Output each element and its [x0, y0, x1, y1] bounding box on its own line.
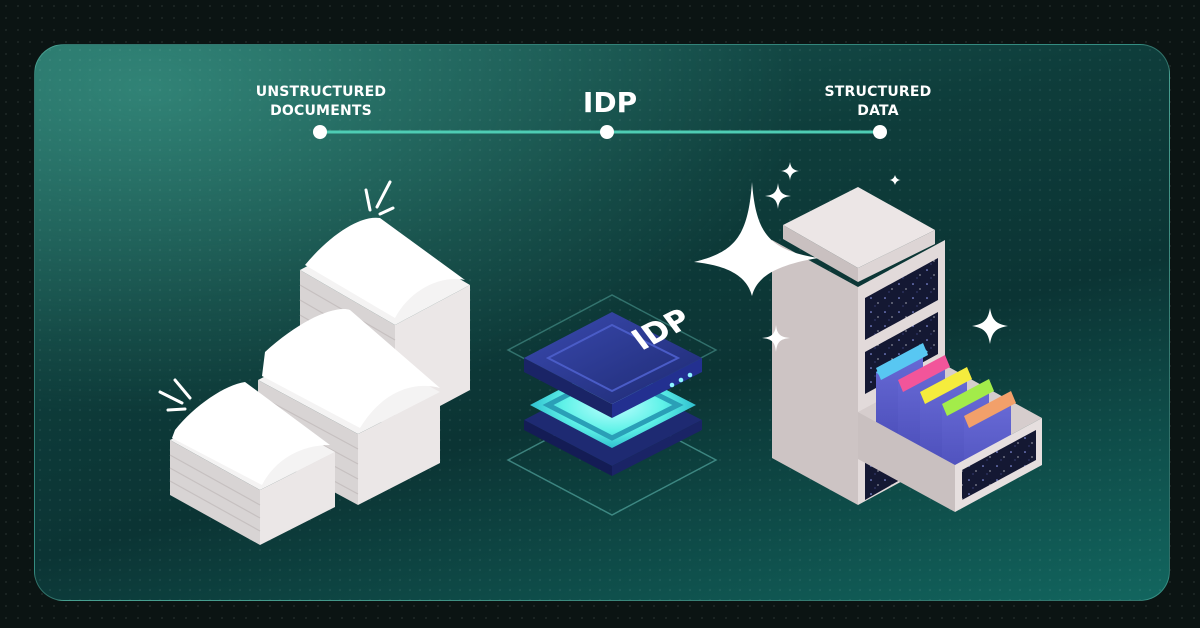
cabinet-top	[783, 187, 935, 268]
open-drawer	[858, 343, 1042, 512]
motion-lines-top	[364, 180, 395, 216]
paper-stacks	[158, 180, 470, 545]
folder-tab-orange	[964, 391, 1016, 428]
timeline-dot-end	[873, 125, 887, 139]
timeline-label-structured: STRUCTURED DATA	[808, 83, 948, 121]
motion-lines-left	[158, 378, 192, 412]
timeline	[313, 125, 887, 139]
sparkle-large-icon	[694, 182, 818, 296]
structured-line1: STRUCTURED	[824, 84, 932, 100]
cabinet-drawer-1	[865, 258, 938, 340]
structured-line2: DATA	[857, 103, 899, 119]
folder-tab-green	[942, 379, 994, 416]
timeline-label-idp: IDP	[582, 86, 638, 119]
folder-tab-pink	[898, 355, 950, 392]
unstructured-line2: DOCUMENTS	[270, 103, 372, 119]
timeline-label-unstructured: UNSTRUCTURED DOCUMENTS	[246, 83, 396, 121]
sparkle-cabinet-icon	[762, 325, 790, 352]
filing-cabinet	[772, 187, 1042, 512]
timeline-dot-start	[313, 125, 327, 139]
sparkle-dot-icon	[890, 175, 900, 185]
sparkle-right-icon	[972, 308, 1008, 344]
unstructured-line1: UNSTRUCTURED	[255, 84, 387, 100]
sparkle-small-icon	[765, 183, 791, 209]
timeline-dot-middle	[600, 125, 614, 139]
sparkles	[694, 162, 1008, 352]
paper-stack-front	[169, 382, 335, 545]
idp-chip: IDP	[506, 294, 718, 516]
sparkle-tiny-icon	[781, 162, 799, 180]
drawer-front-window	[962, 430, 1036, 500]
folder-tab-yellow	[920, 367, 972, 404]
